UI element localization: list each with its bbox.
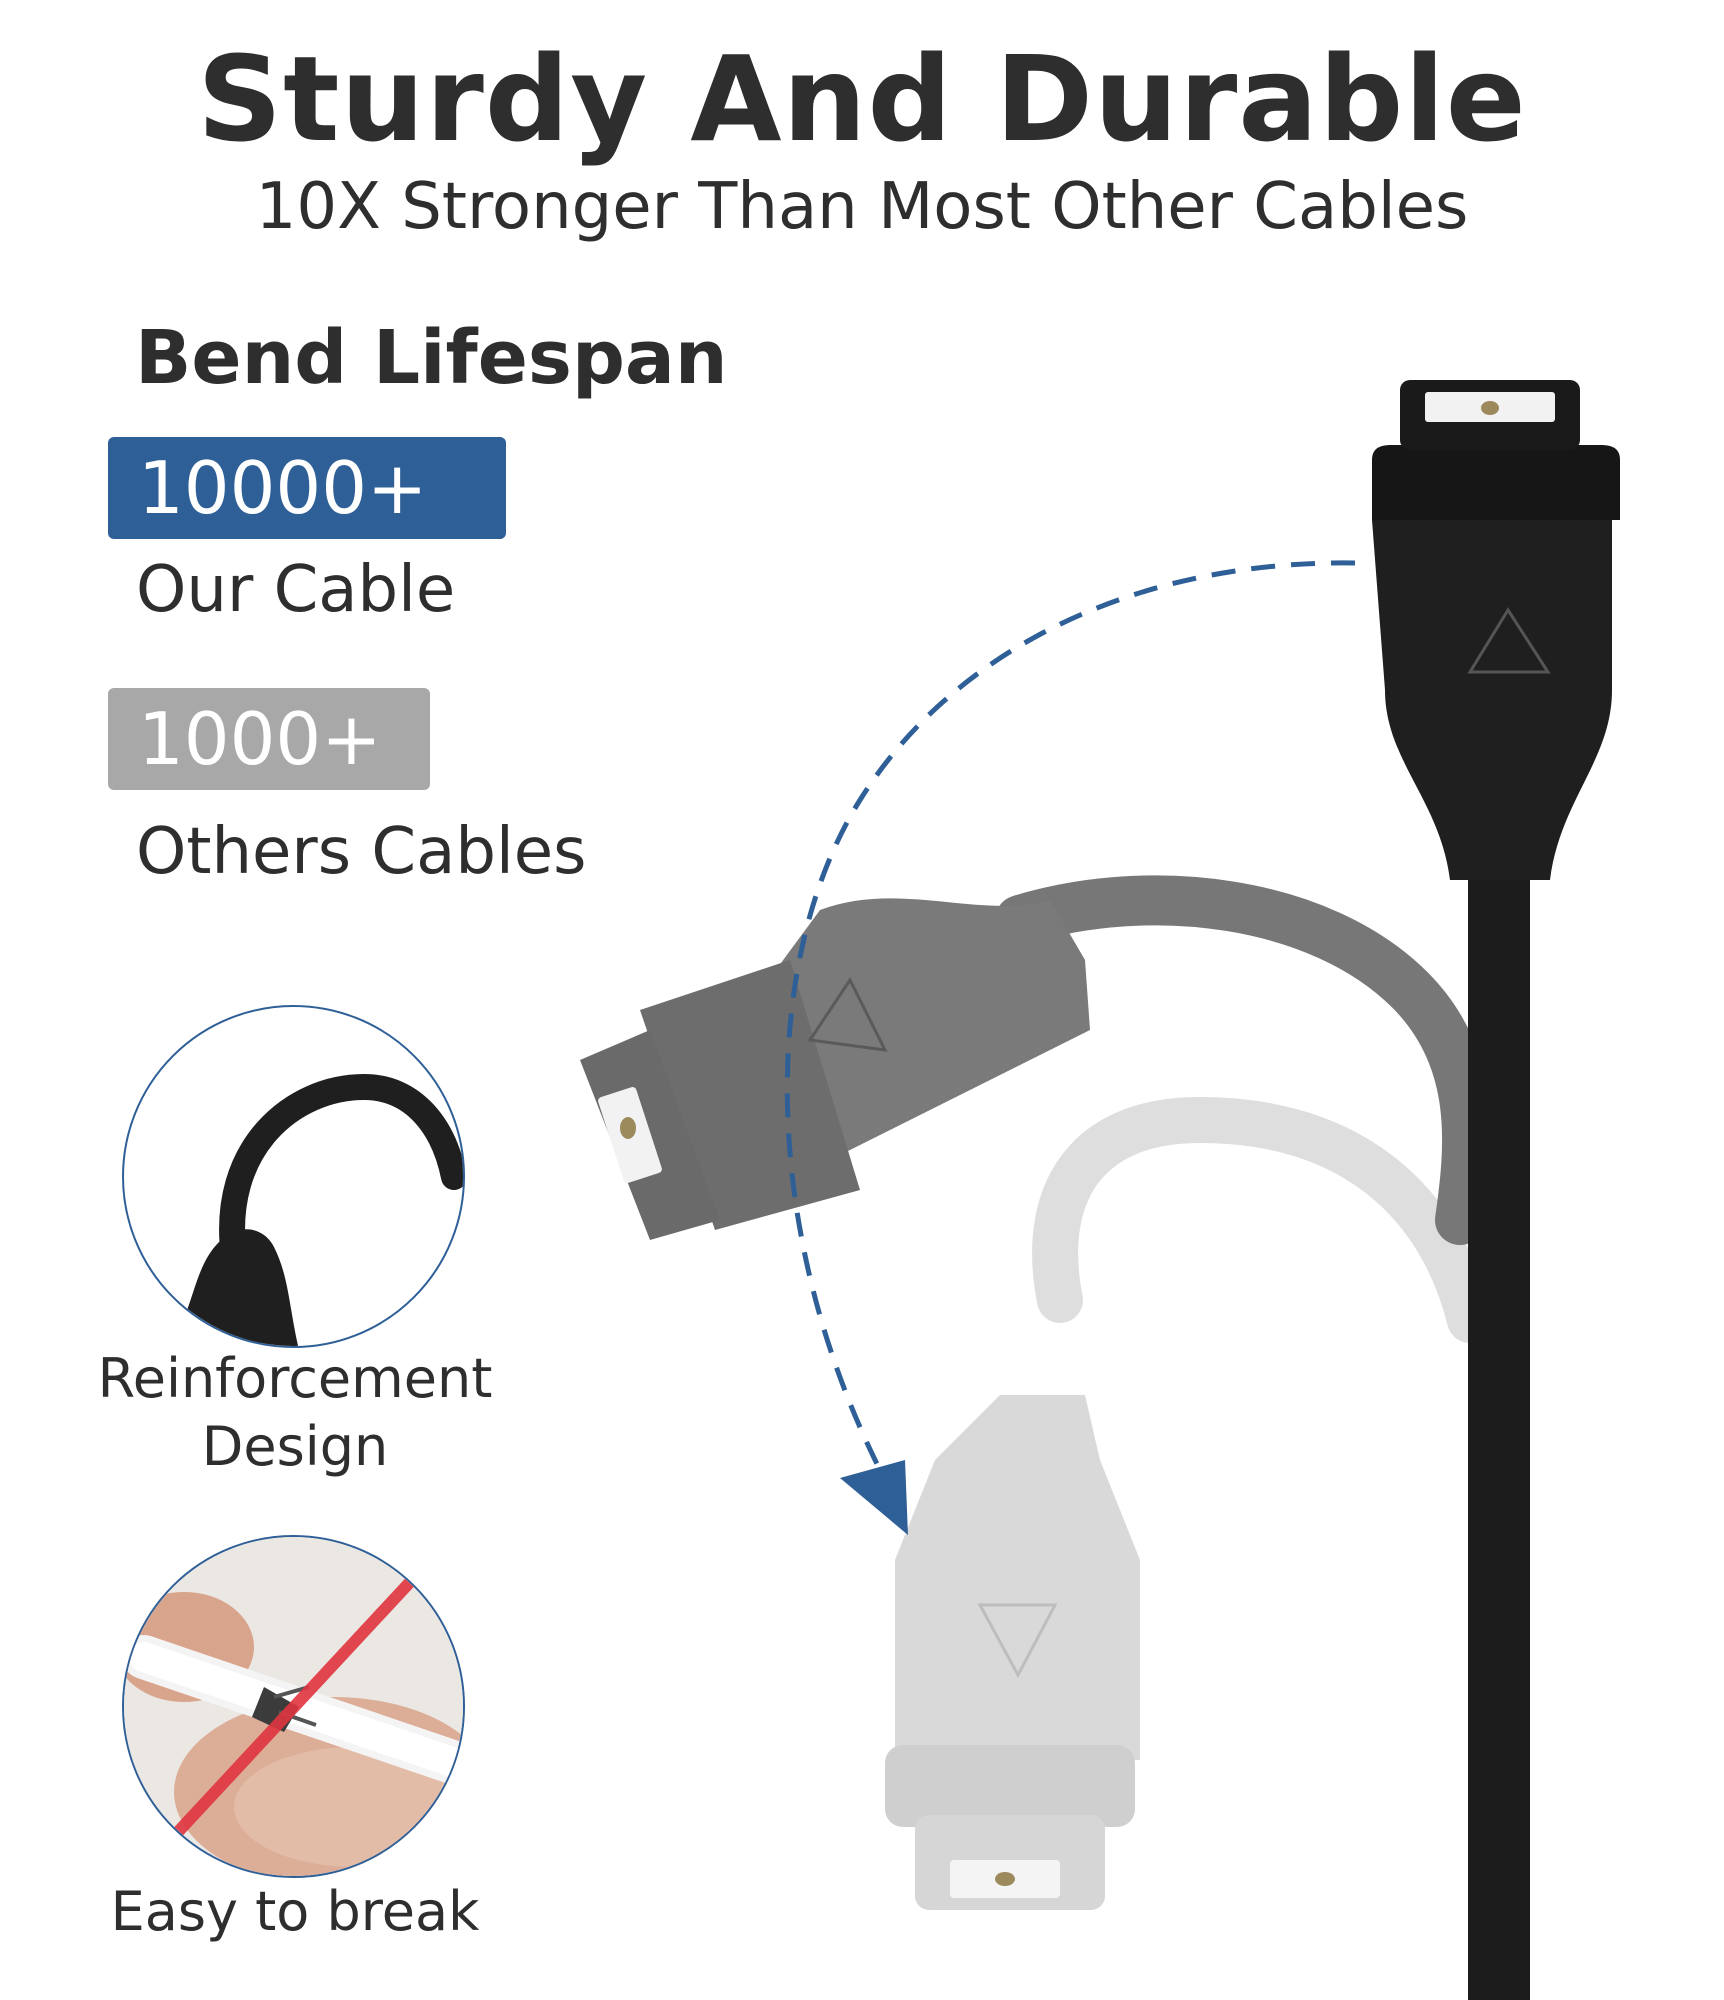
others-cable-lifespan-badge: 1000+ bbox=[108, 688, 430, 790]
reinforcement-design-circle bbox=[122, 1005, 465, 1348]
others-cable-label: Others Cables bbox=[136, 815, 587, 889]
reinforcement-caption-line2: Design bbox=[201, 1415, 389, 1478]
bend-lifespan-title: Bend Lifespan bbox=[135, 315, 728, 401]
light-cable bbox=[885, 1096, 1493, 1910]
reinforcement-caption: Reinforcement Design bbox=[40, 1345, 550, 1481]
cross-mark-icon bbox=[158, 1561, 430, 1853]
triangle-mark-icon bbox=[977, 1603, 1058, 1679]
dark-cable bbox=[1372, 380, 1620, 2000]
triangle-mark-icon bbox=[1467, 607, 1551, 674]
triangle-mark-icon bbox=[807, 977, 888, 1052]
bent-cable-icon bbox=[160, 1073, 463, 1346]
broken-cable-icon bbox=[124, 1537, 463, 1876]
our-cable-label: Our Cable bbox=[136, 553, 456, 627]
easy-to-break-caption: Easy to break bbox=[110, 1880, 480, 1943]
reinforcement-caption-line1: Reinforcement bbox=[97, 1347, 493, 1410]
page-subtitle: 10X Stronger Than Most Other Cables bbox=[255, 170, 1469, 244]
page-title: Sturdy And Durable bbox=[197, 30, 1527, 168]
mid-cable bbox=[580, 875, 1493, 1245]
our-cable-lifespan-badge: 10000+ bbox=[108, 437, 506, 539]
bend-arrow-icon bbox=[784, 560, 1356, 1535]
easy-to-break-circle bbox=[122, 1535, 465, 1878]
